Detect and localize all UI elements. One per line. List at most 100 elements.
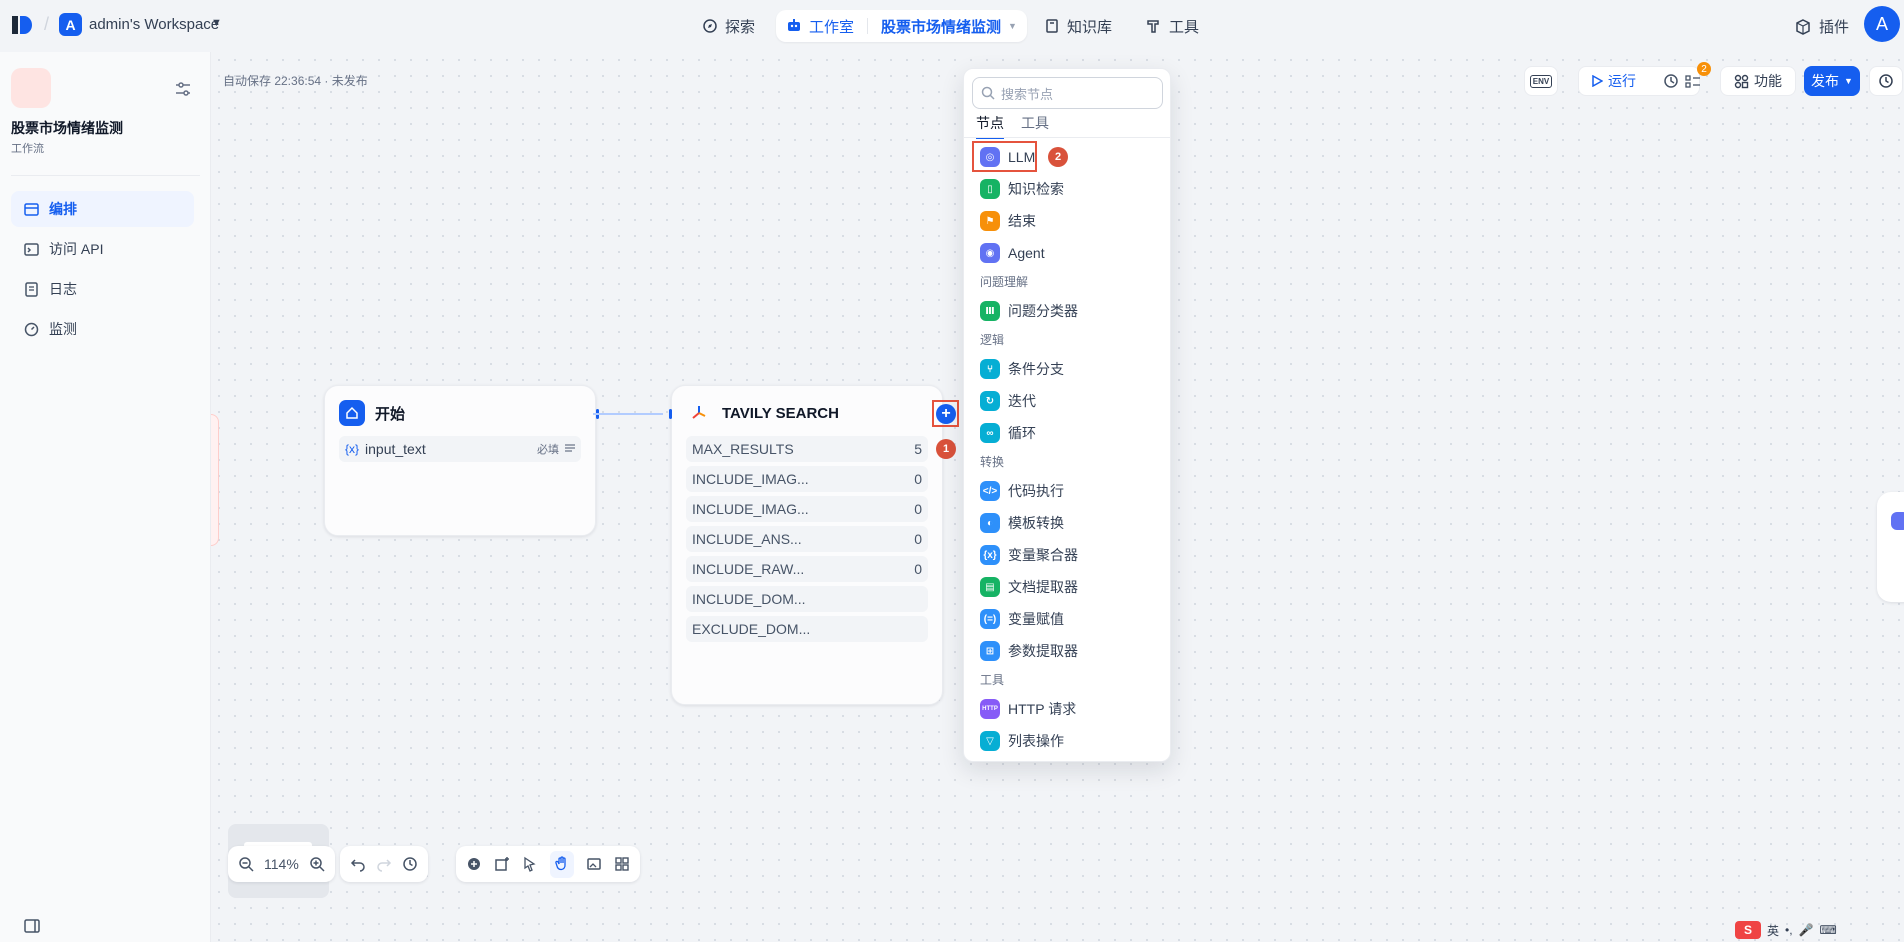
sidebar-item-api[interactable]: 访问 API xyxy=(11,231,194,267)
history-controls xyxy=(340,846,428,882)
offscreen-node[interactable] xyxy=(211,414,219,546)
robot-icon xyxy=(788,19,800,31)
add-note-icon[interactable] xyxy=(494,856,510,872)
nav-app-name[interactable]: 股票市场情绪监测 xyxy=(881,18,1002,36)
node-option-doc-extractor[interactable]: ▤ 文档提取器 xyxy=(980,576,1078,598)
run-button[interactable]: 运行 xyxy=(1591,71,1636,91)
param-row[interactable]: INCLUDE_RAW...0 xyxy=(686,556,928,582)
param-row[interactable]: INCLUDE_IMAG...0 xyxy=(686,466,928,492)
node-option-template[interactable]: ◐ 模板转换 xyxy=(980,512,1064,534)
monitor-icon xyxy=(24,322,39,336)
undo-icon[interactable] xyxy=(350,856,366,872)
branch-icon: ⑂ xyxy=(980,359,1000,379)
zoom-level[interactable]: 114% xyxy=(264,856,299,872)
workspace-name[interactable]: admin's Workspace xyxy=(89,16,220,33)
node-option-loop[interactable]: ∞ 循环 xyxy=(980,422,1036,444)
terminal-icon xyxy=(24,242,39,256)
zoom-in-icon[interactable] xyxy=(309,856,325,872)
param-row[interactable]: INCLUDE_DOM... xyxy=(686,586,928,612)
nav-studio[interactable]: 工作室 股票市场情绪监测 ▼ xyxy=(776,10,1027,42)
chevron-down-icon[interactable]: ▼ xyxy=(211,17,222,29)
env-icon: ENV xyxy=(1529,74,1553,88)
add-node-icon[interactable] xyxy=(466,856,482,872)
sidebar-item-label: 监测 xyxy=(49,321,77,337)
add-node-button[interactable]: + xyxy=(936,404,956,424)
nav-explore[interactable]: 探索 xyxy=(692,10,765,42)
param-name: EXCLUDE_DOM... xyxy=(692,621,811,637)
node-option-agent[interactable]: ◉ Agent xyxy=(980,242,1045,264)
nav-knowledge[interactable]: 知识库 xyxy=(1034,10,1122,42)
param-row[interactable]: INCLUDE_ANS...0 xyxy=(686,526,928,552)
node-option-llm[interactable]: ◎ LLM xyxy=(980,146,1035,168)
node-option-label: 结束 xyxy=(1008,213,1036,229)
start-node[interactable]: 开始 {x} input_text 必填 xyxy=(324,385,596,536)
loop-icon: ∞ xyxy=(980,423,1000,443)
param-row[interactable]: INCLUDE_IMAG...0 xyxy=(686,496,928,522)
dify-logo-icon[interactable] xyxy=(12,14,32,36)
node-option-classifier[interactable]: Ⅲ 问题分类器 xyxy=(980,300,1078,322)
plugins-button[interactable]: 插件 xyxy=(1795,16,1849,37)
organize-icon[interactable] xyxy=(614,856,630,872)
keyboard-icon[interactable]: ⌨ xyxy=(1819,923,1837,937)
tab-tools[interactable]: 工具 xyxy=(1021,115,1049,131)
node-option-list-operator[interactable]: ▽ 列表操作 xyxy=(980,730,1064,752)
sidebar-divider xyxy=(11,175,200,176)
pointer-icon[interactable] xyxy=(522,856,538,872)
sidebar-item-logs[interactable]: 日志 xyxy=(11,271,194,307)
node-option-iteration[interactable]: ↻ 迭代 xyxy=(980,390,1036,412)
sidebar-collapse-icon[interactable] xyxy=(24,918,40,934)
export-image-icon[interactable] xyxy=(586,856,602,872)
end-icon: ⚑ xyxy=(980,211,1000,231)
book-icon xyxy=(1046,19,1058,33)
ime-language[interactable]: 英 xyxy=(1767,923,1780,938)
checklist-icon[interactable] xyxy=(1685,73,1701,89)
nav-tools[interactable]: 工具 xyxy=(1136,10,1209,42)
sidebar-item-orchestrate[interactable]: 编排 xyxy=(11,191,194,227)
publish-button[interactable]: 发布 ▼ xyxy=(1804,66,1860,96)
node-option-assigner[interactable]: (=) 变量赋值 xyxy=(980,608,1064,630)
param-value: 0 xyxy=(914,501,922,517)
hand-tool[interactable] xyxy=(550,850,574,878)
node-option-label: 循环 xyxy=(1008,425,1036,441)
hand-icon xyxy=(555,855,566,870)
param-row[interactable]: EXCLUDE_DOM... xyxy=(686,616,928,642)
node-option-if-else[interactable]: ⑂ 条件分支 xyxy=(980,358,1064,380)
sidebar-item-monitor[interactable]: 监测 xyxy=(11,311,194,347)
redo-icon[interactable] xyxy=(376,856,392,872)
cube-icon xyxy=(1796,18,1810,35)
features-icon xyxy=(1734,74,1749,88)
history-icon[interactable] xyxy=(402,856,418,872)
tavily-input-handle[interactable] xyxy=(669,409,672,419)
node-option-code[interactable]: </> 代码执行 xyxy=(980,480,1064,502)
http-icon: HTTP xyxy=(980,699,1000,719)
node-option-http[interactable]: HTTP HTTP 请求 xyxy=(980,698,1076,720)
tab-nodes[interactable]: 节点 xyxy=(976,113,1004,139)
start-variable-row[interactable]: {x} input_text 必填 xyxy=(339,436,581,462)
node-option-param-extractor[interactable]: ⊞ 参数提取器 xyxy=(980,640,1078,662)
sliders-icon[interactable] xyxy=(174,80,192,98)
param-value: 0 xyxy=(914,531,922,547)
ime-logo[interactable]: S xyxy=(1735,921,1761,939)
node-option-knowledge[interactable]: ▯ 知识检索 xyxy=(980,178,1064,200)
user-avatar[interactable]: A xyxy=(1864,6,1900,42)
zoom-out-icon[interactable] xyxy=(238,856,254,872)
ime-punctuation-icon[interactable]: •, xyxy=(1785,923,1793,937)
annotation-highlight xyxy=(932,400,959,427)
connection-edge[interactable] xyxy=(593,413,663,415)
template-icon: ◐ xyxy=(980,513,1000,533)
workspace-avatar[interactable]: A xyxy=(59,13,82,36)
features-button[interactable]: 功能 xyxy=(1720,66,1796,96)
step-badge-2: 2 xyxy=(1048,147,1068,167)
microphone-icon[interactable]: 🎤 xyxy=(1798,923,1814,937)
chevron-down-icon[interactable]: ▼ xyxy=(1008,21,1017,31)
offscreen-node-right[interactable] xyxy=(1877,492,1904,602)
node-option-aggregator[interactable]: {x} 变量聚合器 xyxy=(980,544,1078,566)
env-button[interactable]: ENV xyxy=(1524,66,1558,96)
param-name: INCLUDE_IMAG... xyxy=(692,471,809,487)
history-run-icon[interactable] xyxy=(1663,73,1679,89)
node-search-input[interactable]: 搜索节点 xyxy=(972,77,1163,109)
version-history-button[interactable] xyxy=(1869,66,1903,96)
node-option-end[interactable]: ⚑ 结束 xyxy=(980,210,1036,232)
